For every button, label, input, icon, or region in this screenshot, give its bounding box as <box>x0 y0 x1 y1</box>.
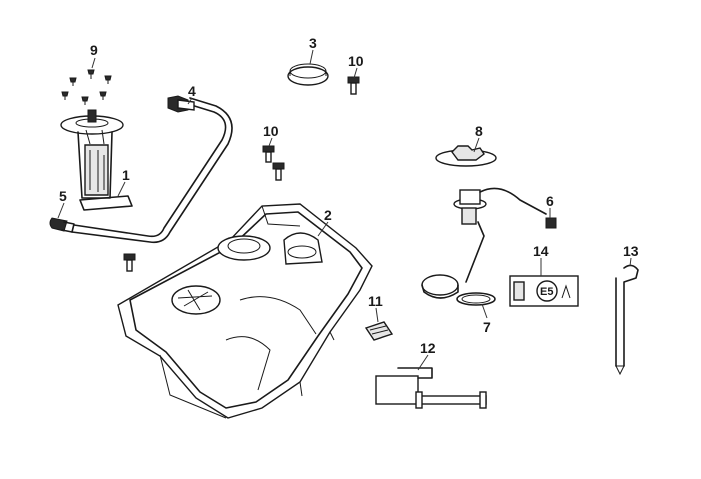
callout-numbers: 9 1 2 3 4 5 6 7 8 10 10 11 12 13 14 <box>59 35 639 356</box>
leader-lines <box>57 49 632 371</box>
callout-9: 9 <box>90 42 98 58</box>
callout-5: 5 <box>59 188 67 204</box>
callout-11: 11 <box>368 293 383 309</box>
part-3-grommet <box>287 63 329 86</box>
callout-7: 7 <box>483 319 491 335</box>
part-14-e5-label: E5 <box>509 275 579 307</box>
callout-3: 3 <box>309 35 317 51</box>
e5-text: E5 <box>540 286 553 298</box>
callout-2: 2 <box>324 207 332 223</box>
part-13-drain-tube <box>615 264 639 376</box>
part-5-hose-end <box>49 217 75 233</box>
callout-6: 6 <box>546 193 554 209</box>
part-11-clip <box>364 321 394 341</box>
part-1-fuel-pump <box>60 109 133 211</box>
part-7-gasket <box>456 292 496 306</box>
part-10-bolt-top <box>347 76 360 95</box>
callout-4: 4 <box>188 83 196 99</box>
part-8-lock-ring <box>435 145 497 167</box>
callout-1: 1 <box>122 167 130 183</box>
part-2-fuel-tank <box>117 203 373 419</box>
callout-8: 8 <box>475 123 483 139</box>
part-6-fuel-level-sender <box>421 187 557 299</box>
part-10-bolt-mid <box>262 145 285 181</box>
part-4-fuel-hose <box>71 95 233 244</box>
callout-14: 14 <box>533 243 549 259</box>
callout-10-top: 10 <box>348 53 364 69</box>
part-bolt-small <box>123 253 136 272</box>
callout-10-mid: 10 <box>263 123 279 139</box>
part-12-filter-pipe <box>375 367 487 409</box>
callout-12: 12 <box>420 340 436 356</box>
callout-13: 13 <box>623 243 639 259</box>
part-9-screws <box>61 69 112 105</box>
